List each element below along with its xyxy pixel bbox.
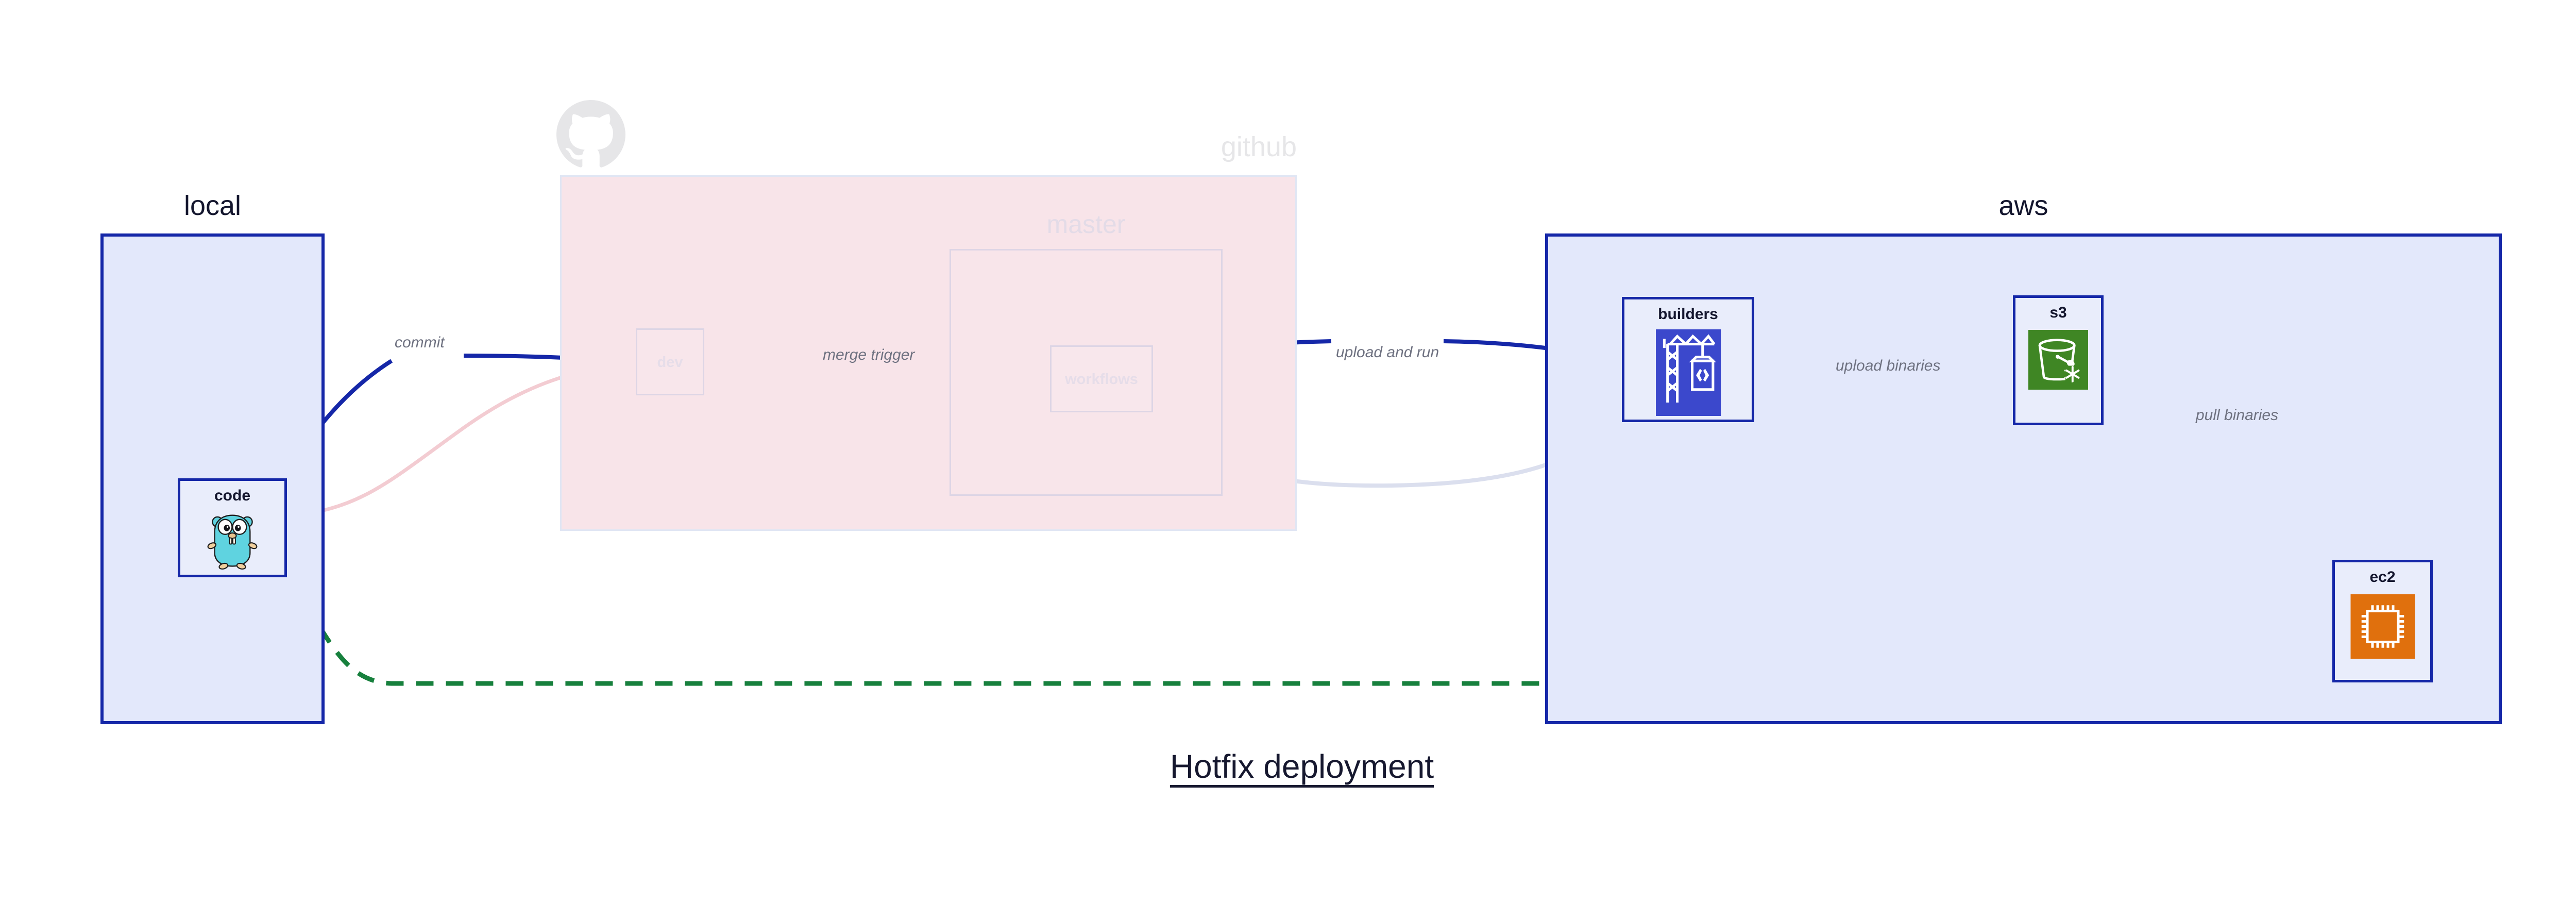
edge-label-upload-and-run: upload and run xyxy=(1333,344,1443,361)
node-ec2[interactable]: ec2 xyxy=(2332,560,2433,682)
group-label-master: master xyxy=(1046,210,1126,239)
node-builders-label: builders xyxy=(1658,306,1718,323)
group-label-github: github xyxy=(1221,131,1297,162)
node-workflows-label: workflows xyxy=(1065,371,1138,388)
group-label-aws: aws xyxy=(1998,190,2048,221)
aws-s3-bucket-icon xyxy=(2028,330,2088,390)
node-ec2-label: ec2 xyxy=(2369,569,2396,586)
node-code[interactable]: code xyxy=(178,478,287,577)
aws-ec2-chip-icon xyxy=(2350,594,2415,659)
group-label-local: local xyxy=(183,190,242,221)
aws-codebuild-icon xyxy=(1655,329,1721,416)
edge-label-upload-binaries: upload binaries xyxy=(1833,358,1944,374)
node-builders[interactable]: builders xyxy=(1622,297,1754,422)
diagram-title: Hotfix deployment xyxy=(1170,748,1434,785)
edge-label-pull-binaries: pull binaries xyxy=(2193,407,2282,424)
edge-label-commit: commit xyxy=(392,335,448,351)
node-s3[interactable]: s3 xyxy=(2013,295,2104,425)
group-master[interactable] xyxy=(950,249,1223,496)
node-workflows[interactable]: workflows xyxy=(1050,345,1153,412)
group-github[interactable] xyxy=(560,175,1297,531)
node-s3-label: s3 xyxy=(2049,304,2067,321)
edge-label-merge-trigger: merge trigger xyxy=(820,347,918,363)
go-gopher-icon xyxy=(207,514,258,570)
github-octocat-icon xyxy=(556,100,625,168)
node-code-label: code xyxy=(214,487,251,504)
node-dev[interactable]: dev xyxy=(636,328,704,395)
node-dev-label: dev xyxy=(657,354,683,371)
